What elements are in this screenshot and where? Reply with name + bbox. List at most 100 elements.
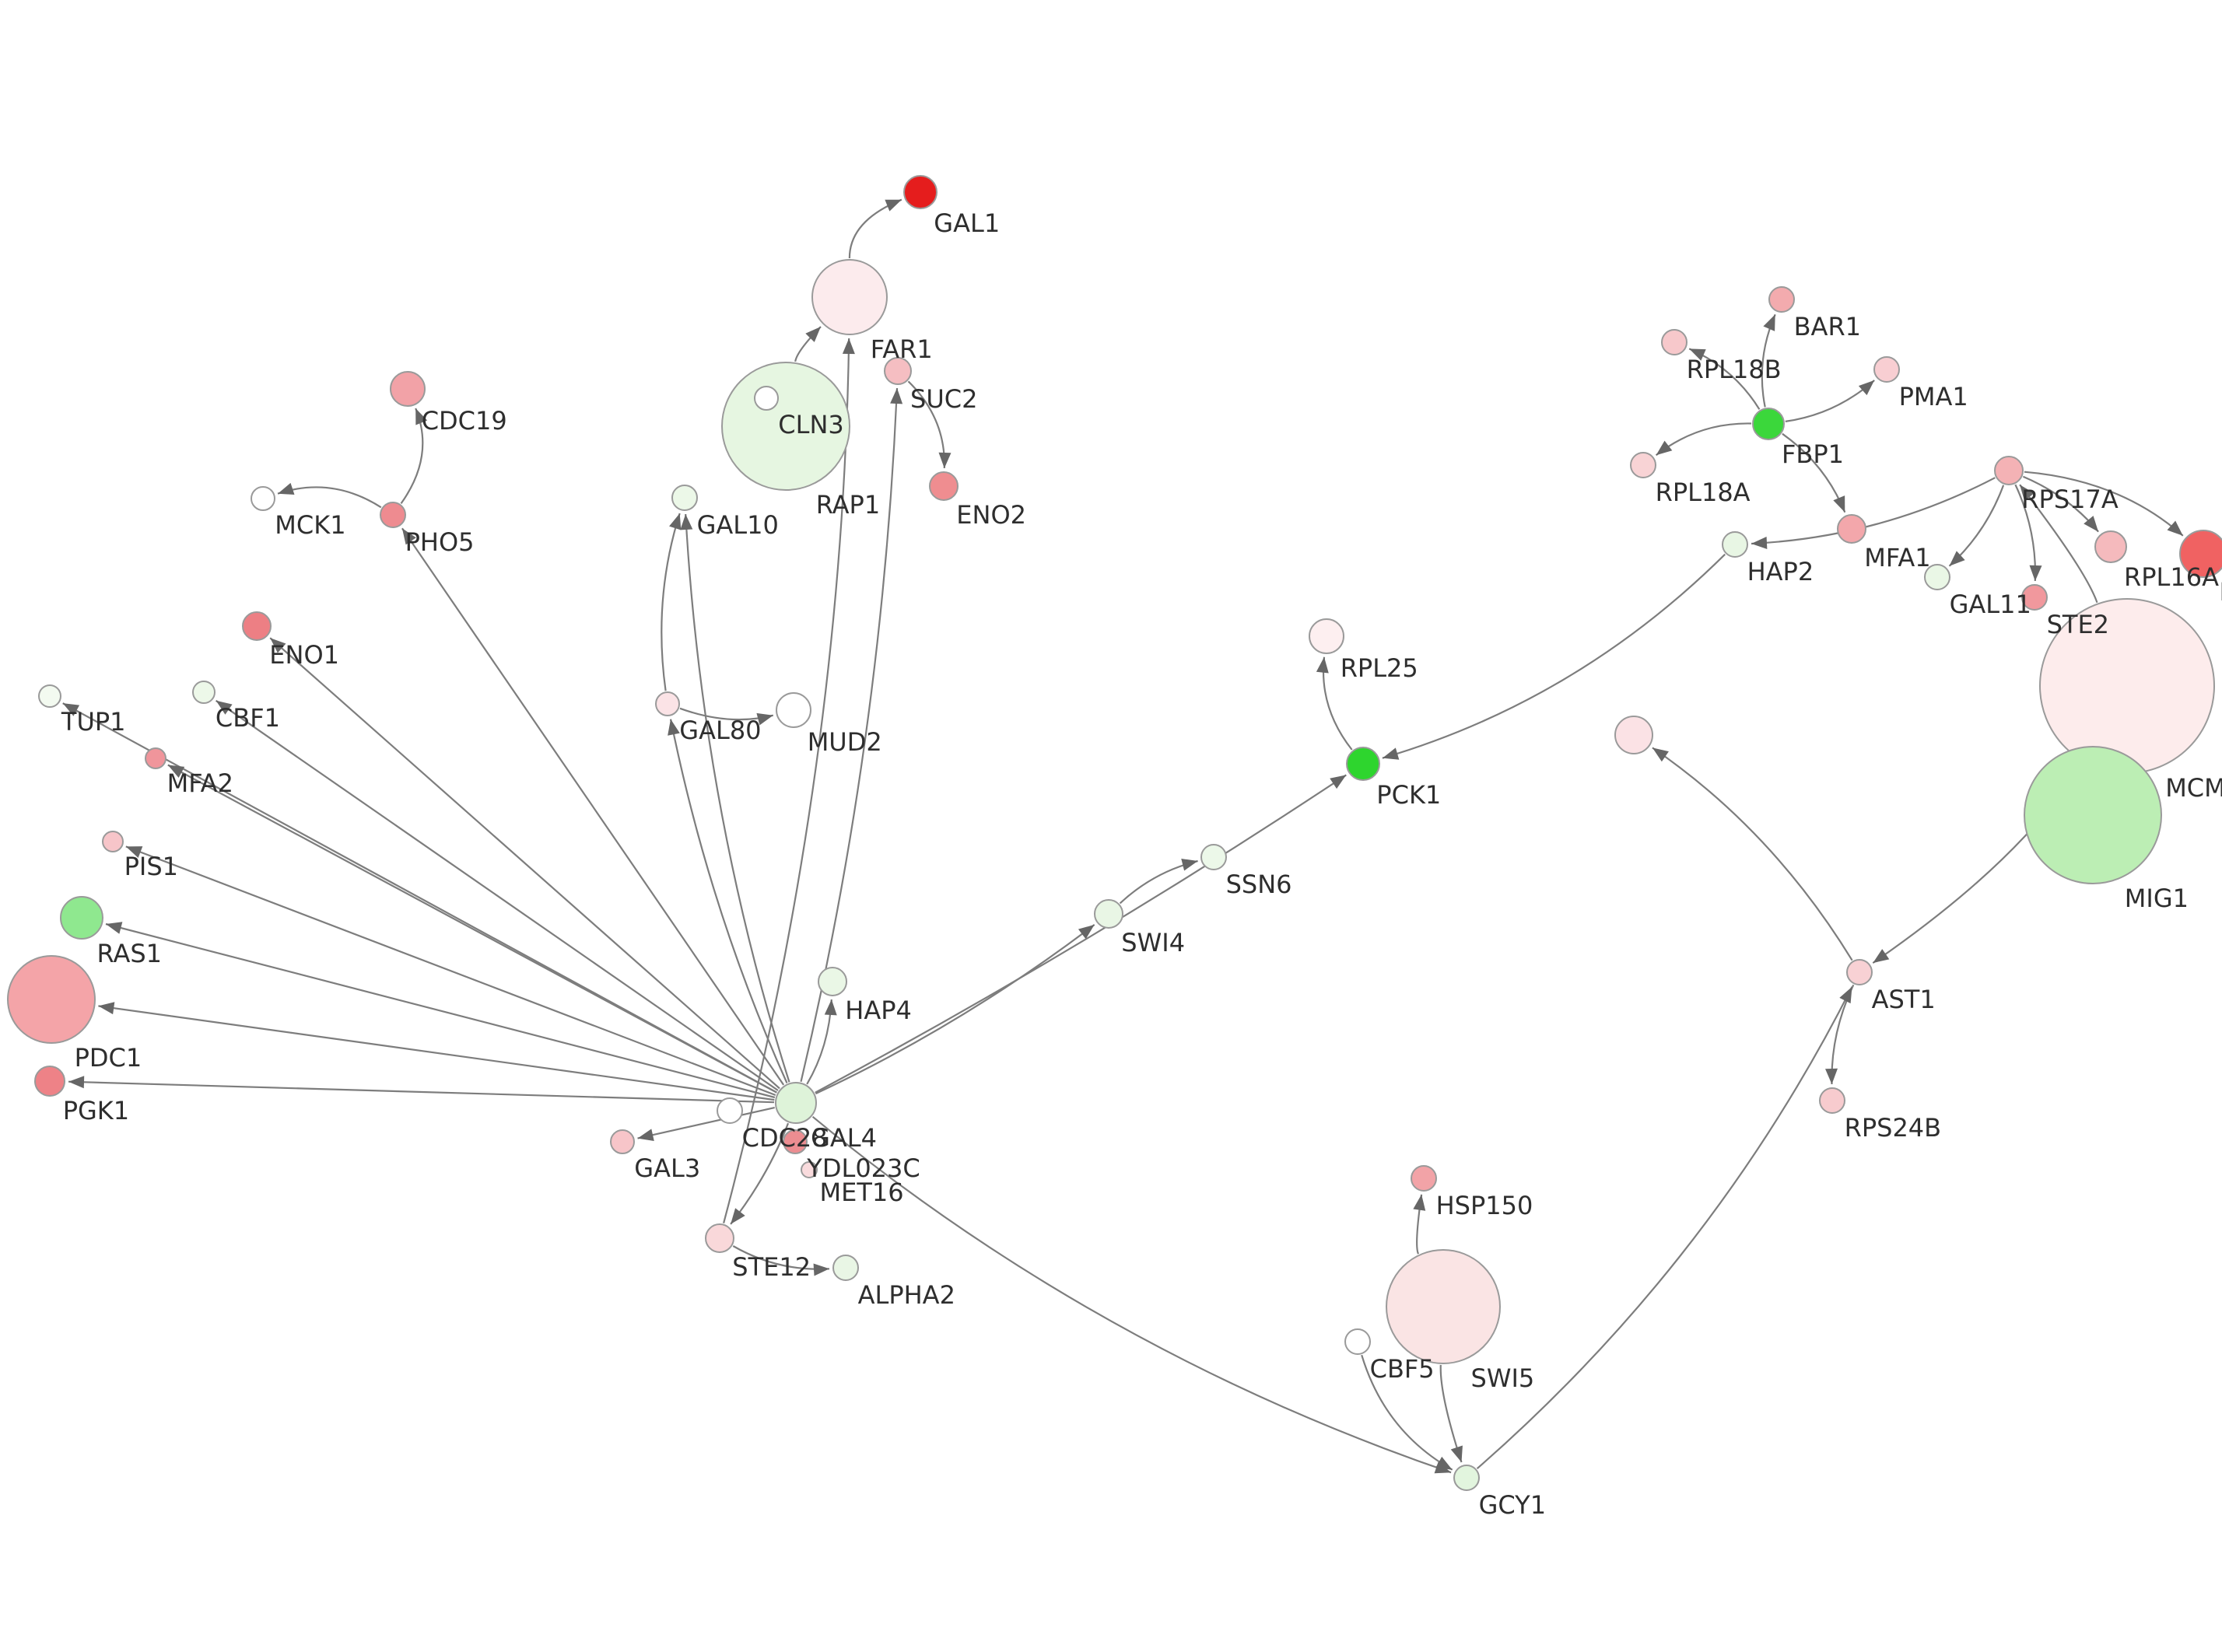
edge-rps17a-hap2[interactable] [1751,477,1996,550]
node-swi5[interactable] [1386,1249,1501,1364]
node-node_a[interactable] [1614,716,1653,754]
edge-rps17a-rpl16a[interactable] [2022,475,2099,533]
node-rpl25[interactable] [1309,618,1344,654]
node-rpl18b[interactable] [1661,329,1688,355]
node-rap1[interactable] [721,362,850,491]
edge-gal4-gal10[interactable] [680,513,790,1083]
edge-gal4-mfa2[interactable] [167,764,777,1094]
node-gal4[interactable] [775,1082,817,1124]
node-ras1[interactable] [60,896,103,940]
edge-gcy1-ast1[interactable] [1476,986,1853,1470]
edge-gal4-gal80[interactable] [668,719,788,1083]
node-mud2[interactable] [776,692,811,728]
node-label-rpl25: RPL25 [1341,653,1418,683]
edge-cbf5-gcy1[interactable] [1361,1354,1453,1471]
edge-far1-gal1[interactable] [848,198,902,259]
edge-pho5-mck1[interactable] [277,482,382,509]
node-fbp1[interactable] [1752,408,1785,440]
edge-ast1-node_a[interactable] [1652,747,1853,961]
edge-gal4-gcy1[interactable] [811,1115,1452,1474]
edge-gal4-pck1[interactable] [815,774,1347,1094]
edge-gal4-hap4[interactable] [806,999,837,1085]
edge-gal4-eno1[interactable] [269,637,780,1090]
node-tup1[interactable] [38,684,61,708]
node-ste12[interactable] [705,1223,734,1253]
node-pck1[interactable] [1346,747,1380,781]
edge-gal4-swi4[interactable] [815,924,1095,1095]
edge-gal4-pgk1[interactable] [68,1076,775,1104]
edge-suc2-eno2[interactable] [907,380,952,469]
node-label-ste12: STE12 [732,1252,811,1282]
node-eno2[interactable] [929,471,959,501]
edge-rps17a-his4[interactable] [2024,471,2184,537]
node-rps24b[interactable] [1819,1087,1845,1114]
node-cbf5[interactable] [1344,1328,1371,1355]
node-hap2[interactable] [1722,531,1748,558]
edge-swi5-gcy1[interactable] [1439,1364,1463,1463]
edge-hap2-pck1[interactable] [1382,553,1726,760]
node-mfa2[interactable] [145,747,166,769]
edge-gal80-gal10[interactable] [661,513,682,691]
node-hap4[interactable] [818,967,847,996]
node-mig1[interactable] [2024,746,2162,884]
edge-ast1-rps24b[interactable] [1825,984,1855,1085]
node-gal10[interactable] [671,485,698,511]
node-mfa1[interactable] [1837,514,1866,544]
edge-gal4-ste12[interactable] [730,1122,790,1225]
edge-swi4-ssn6[interactable] [1119,859,1198,905]
node-pis1[interactable] [102,831,124,852]
node-rpl18a[interactable] [1630,452,1656,478]
node-rps17a[interactable] [1994,456,2024,485]
node-swi4[interactable] [1094,899,1123,929]
node-eno1[interactable] [242,611,272,641]
edge-gal4-pho5[interactable] [401,527,785,1086]
edge-pck1-rpl25[interactable] [1316,656,1353,751]
edge-pho5-cdc19[interactable] [400,408,428,505]
node-ssn6[interactable] [1200,844,1227,870]
node-bar1[interactable] [1768,286,1795,313]
node-ydl023c[interactable] [783,1129,808,1154]
edge-rps17a-gal11[interactable] [1948,485,2005,567]
node-ste2[interactable] [2021,584,2048,611]
node-pho5[interactable] [380,502,406,528]
edge-fbp1-bar1[interactable] [1761,313,1776,408]
node-gal11[interactable] [1924,564,1950,590]
edge-ste12-alpha2[interactable] [732,1245,830,1276]
edge-gal4-gal3[interactable] [637,1107,775,1142]
edge-fbp1-mfa1[interactable] [1782,432,1846,513]
node-gal1[interactable] [903,175,938,209]
node-gal3[interactable] [610,1129,635,1154]
node-pma1[interactable] [1873,356,1900,383]
node-gal80[interactable] [655,691,680,716]
node-gcy1[interactable] [1453,1465,1480,1491]
node-pgk1[interactable] [34,1066,65,1097]
edge-gal4-pis1[interactable] [125,845,776,1097]
edge-swi5-hsp150[interactable] [1413,1194,1426,1255]
edge-fbp1-rpl18a[interactable] [1655,422,1752,457]
node-suc2[interactable] [884,357,912,385]
edge-mcm1-rps17a[interactable] [2019,484,2098,604]
node-ast1[interactable] [1846,959,1873,985]
edge-gal4-ras1[interactable] [105,922,776,1099]
edge-gal80-mud2[interactable] [679,707,774,726]
node-hsp150[interactable] [1411,1165,1437,1192]
edge-rap1-far1[interactable] [794,326,822,362]
edge-fbp1-rpl18b[interactable] [1688,348,1761,410]
node-rpl16a[interactable] [2094,530,2127,563]
node-his4[interactable] [2179,530,2222,578]
node-cbf1[interactable] [192,681,216,704]
edge-fbp1-pma1[interactable] [1785,380,1875,422]
node-mck1[interactable] [251,486,275,511]
node-cdc19[interactable] [390,371,426,407]
node-alpha2[interactable] [832,1255,859,1281]
edge-gal4-pdc1[interactable] [98,1002,775,1101]
edge-gal4-cbf1[interactable] [215,699,779,1091]
node-met16[interactable] [801,1161,818,1178]
node-cdc28[interactable] [717,1097,743,1124]
node-pdc1[interactable] [7,955,96,1044]
node-far1[interactable] [811,259,888,335]
edge-ste12-far1[interactable] [723,338,855,1223]
node-cln3[interactable] [754,386,779,411]
